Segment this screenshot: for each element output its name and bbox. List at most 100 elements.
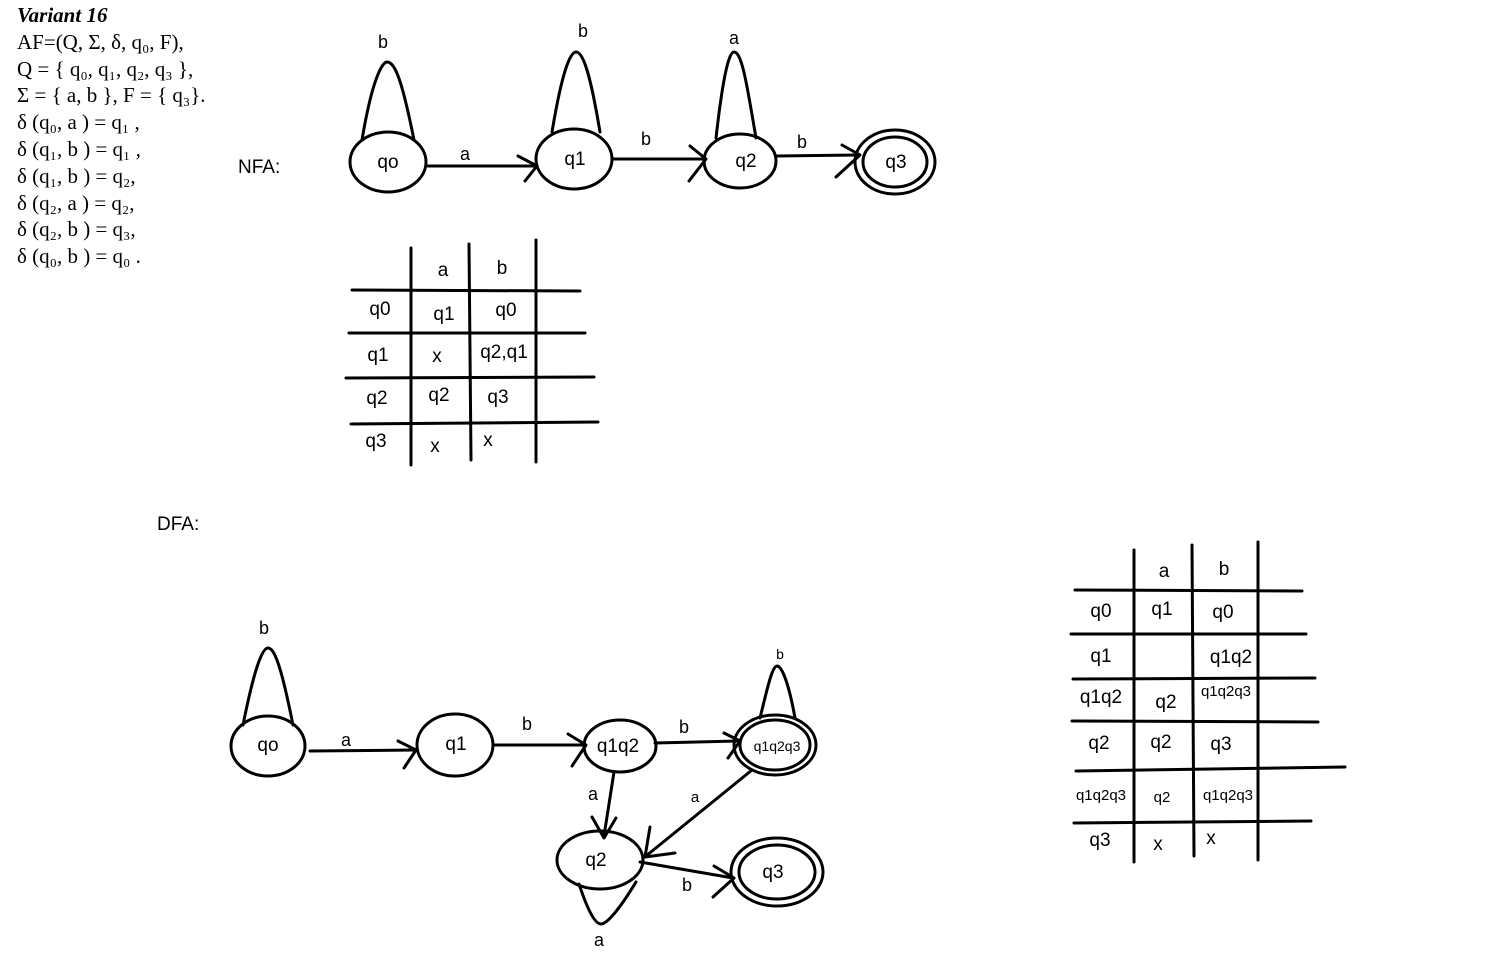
nfa-transition-label: b bbox=[378, 32, 388, 52]
dfa-transition-label: b bbox=[776, 646, 784, 662]
spec-line: δ (q₂, b ) = q₃, bbox=[17, 217, 136, 242]
spec-line: δ (q₀, a ) = q₁ , bbox=[17, 110, 140, 135]
table-cell: x bbox=[432, 346, 442, 367]
dfa-state-label: q1q2 bbox=[597, 736, 639, 757]
nfa-loop-qo bbox=[360, 60, 416, 142]
dfa-state-label: qo bbox=[257, 735, 278, 756]
nfa-edge-arrow bbox=[834, 143, 862, 179]
dfa-state-q3 bbox=[729, 836, 825, 908]
nfa-state-label: qo bbox=[377, 152, 398, 173]
nfa-state-label: q2 bbox=[735, 151, 756, 172]
spec-line: Q = { q₀, q₁, q₂, q₃ }, bbox=[17, 56, 194, 81]
dfa-transition-label: b bbox=[259, 618, 269, 638]
nfa-state-label: q1 bbox=[564, 149, 585, 170]
table-cell: q1 bbox=[433, 304, 455, 325]
dfa-transition-label: a bbox=[588, 784, 599, 804]
table-header-a: a bbox=[1158, 561, 1170, 582]
spec-line: AF=(Q, Σ, δ, q₀, F), bbox=[17, 29, 184, 54]
table-cell: q3 bbox=[487, 387, 509, 408]
table-header-b: b bbox=[1218, 559, 1230, 580]
table-row-state: q1 bbox=[1090, 646, 1112, 667]
table-row-state: q0 bbox=[1090, 601, 1112, 622]
nfa-transition-label: a bbox=[460, 144, 471, 164]
table-cell: q3 bbox=[1210, 734, 1232, 755]
dfa-loop-q1q2q3 bbox=[758, 664, 797, 720]
spec-line: δ (q₁, b ) = q₂, bbox=[17, 163, 136, 188]
table-cell: x bbox=[430, 436, 440, 457]
nfa-edge-arrow bbox=[687, 144, 708, 183]
dfa-loop-qo bbox=[241, 646, 295, 727]
table-row-state: q1q2q3 bbox=[1075, 787, 1127, 804]
dfa-edge-q1q2-q1q2q3 bbox=[653, 739, 740, 745]
nfa-state-label: q3 bbox=[885, 152, 906, 173]
dfa-state-q1q2q3 bbox=[732, 713, 818, 777]
table-cell: x bbox=[483, 430, 493, 451]
table-row-state: q1 bbox=[367, 345, 389, 366]
automaton-specification: Variant 16 AF=(Q, Σ, δ, q₀, F), Q = { q₀… bbox=[17, 2, 206, 270]
dfa-edge-arrow bbox=[711, 864, 736, 899]
table-cell: q0 bbox=[1212, 602, 1234, 623]
nfa-transition-label: a bbox=[729, 28, 740, 48]
table-header-b: b bbox=[496, 258, 508, 279]
dfa-edge-arrow bbox=[396, 739, 418, 770]
table-row-state: q3 bbox=[365, 431, 387, 452]
nfa-loop-q2 bbox=[714, 50, 758, 140]
nfa-state-qo bbox=[348, 130, 428, 194]
table-cell: q2,q1 bbox=[480, 342, 528, 363]
table-cell: q2 bbox=[428, 385, 450, 406]
table-row-state: q2 bbox=[1088, 733, 1110, 754]
nfa-edge-arrow bbox=[516, 154, 539, 183]
table-cell: q1q2q3 bbox=[1200, 683, 1252, 700]
dfa-edge-arrow bbox=[566, 732, 588, 768]
spec-line: δ (q₁, b ) = q₁ , bbox=[17, 136, 141, 161]
spec-line: δ (q₂, a ) = q₂, bbox=[17, 190, 135, 215]
dfa-edge-arrow bbox=[722, 731, 742, 760]
dfa-loop-q2 bbox=[577, 880, 638, 926]
table-row-state: q3 bbox=[1089, 830, 1111, 851]
dfa-transition-label: a bbox=[594, 930, 605, 950]
dfa-edge-q2-q3 bbox=[638, 860, 735, 880]
dfa-edge-arrow bbox=[590, 815, 618, 840]
nfa-loop-q1 bbox=[550, 50, 602, 134]
dfa-edge-arrow bbox=[643, 825, 677, 859]
spec-line: Σ = { a, b }, F = { q₃}. bbox=[17, 83, 206, 108]
nfa-transition-label: b bbox=[578, 21, 588, 41]
dfa-state-label: q1q2q3 bbox=[754, 738, 801, 754]
table-row-state: q2 bbox=[366, 388, 388, 409]
dfa-table-grid bbox=[1069, 540, 1347, 864]
table-row-state: q0 bbox=[369, 299, 391, 320]
nfa-edge-q2-q3 bbox=[774, 153, 860, 158]
dfa-state-qo bbox=[229, 714, 307, 778]
table-cell: x bbox=[1206, 828, 1216, 849]
nfa-label: NFA: bbox=[238, 157, 281, 178]
dfa-transition-label: b bbox=[682, 875, 692, 895]
nfa-transition-label: b bbox=[797, 132, 807, 152]
dfa-state-label: q3 bbox=[762, 862, 783, 883]
dfa-transition-label: a bbox=[341, 730, 352, 750]
dfa-transition-label: b bbox=[679, 717, 689, 737]
table-cell: q2 bbox=[1150, 732, 1172, 753]
spec-line: δ (q₀, b ) = q₀ . bbox=[17, 244, 141, 269]
table-cell: q2 bbox=[1153, 789, 1171, 806]
table-cell: q1q2 bbox=[1209, 647, 1253, 668]
table-cell: q2 bbox=[1155, 692, 1177, 713]
variant-title: Variant 16 bbox=[17, 3, 108, 27]
dfa-edge-q1q2-q2 bbox=[602, 770, 616, 838]
dfa-state-label: q1 bbox=[445, 734, 466, 755]
table-cell: x bbox=[1153, 834, 1163, 855]
table-cell: q1 bbox=[1151, 599, 1173, 620]
dfa-edge-qo-q1 bbox=[308, 748, 417, 753]
table-header-a: a bbox=[437, 260, 449, 281]
dfa-transition-label: a bbox=[691, 789, 700, 806]
nfa-table-grid bbox=[344, 238, 600, 467]
table-row-state: q1q2 bbox=[1079, 687, 1123, 708]
table-cell: q1q2q3 bbox=[1202, 787, 1254, 804]
nfa-state-q3 bbox=[853, 128, 937, 196]
nfa-transition-label: b bbox=[641, 129, 651, 149]
dfa-label: DFA: bbox=[157, 514, 200, 535]
dfa-edge-q1q2q3-q2 bbox=[644, 768, 754, 858]
dfa-transition-label: b bbox=[522, 714, 532, 734]
dfa-state-label: q2 bbox=[585, 850, 606, 871]
